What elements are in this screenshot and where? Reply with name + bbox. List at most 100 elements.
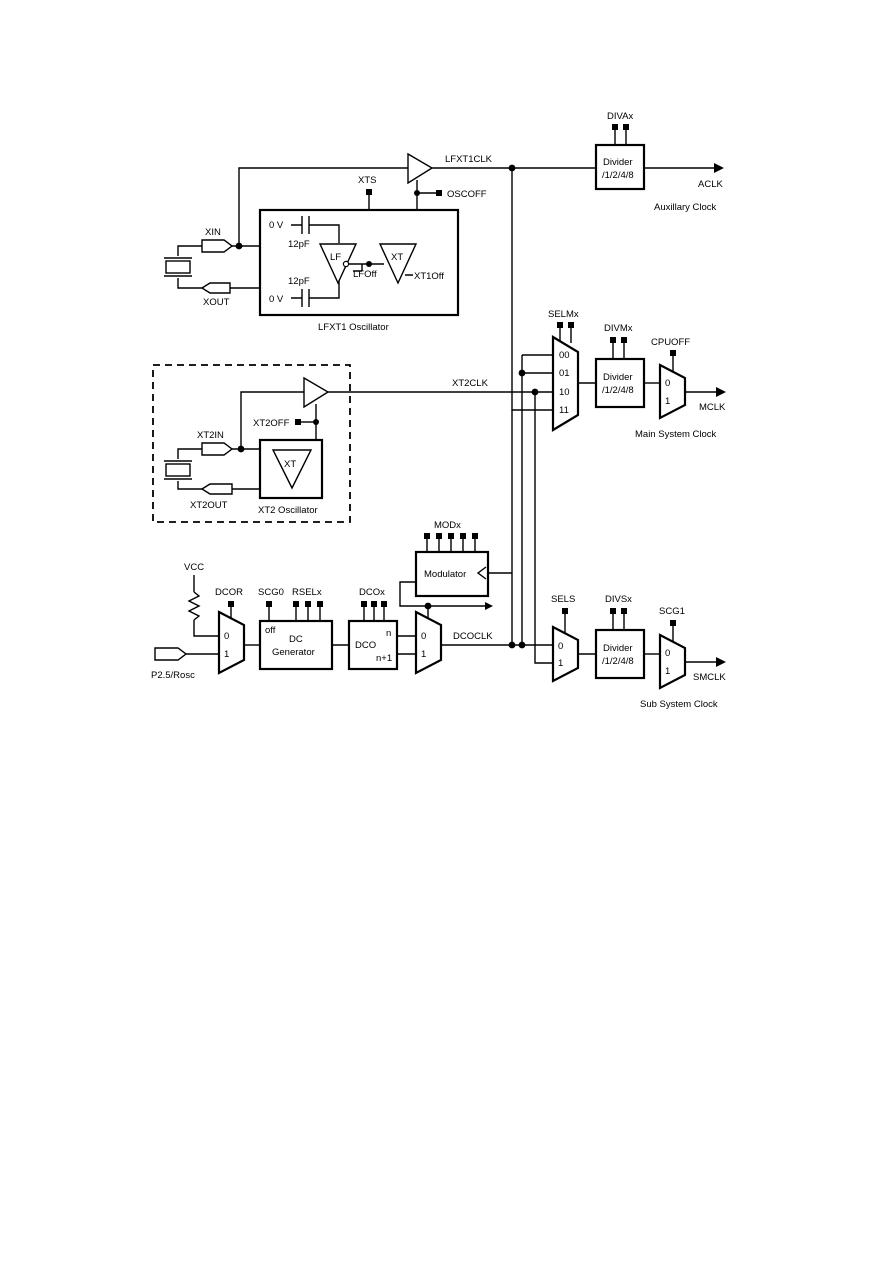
- aclk-divider-line2: /1/2/4/8: [602, 170, 634, 181]
- divmx-bit-1: [621, 337, 627, 343]
- oscoff-bit: [436, 190, 442, 196]
- xt2-label: XT: [284, 459, 296, 470]
- xt2clk-label: XT2CLK: [452, 378, 489, 389]
- modx-bit-1: [436, 533, 442, 539]
- cpuoff-mux: [658, 363, 687, 420]
- mclk-divider-line1: Divider: [603, 372, 633, 383]
- dcox-bit-2: [381, 601, 387, 607]
- dcor-mux: [217, 610, 246, 675]
- modx-bit-3: [460, 533, 466, 539]
- xt1off-label: XT1Off: [414, 271, 444, 282]
- dcor-label: DCOR: [215, 587, 243, 598]
- xin-label: XIN: [205, 227, 221, 238]
- pf12-bottom: 12pF: [288, 276, 310, 287]
- selmx-bit-1: [568, 322, 574, 328]
- modx-label: MODx: [434, 520, 461, 531]
- rosc-resistor-icon: [187, 591, 201, 621]
- mux-dcor-1: 1: [224, 649, 229, 660]
- xts-label: XTS: [358, 175, 376, 186]
- modx-bit-4: [472, 533, 478, 539]
- lfxt1-section: DIVAx Divider /1/2/4/8 ACLK Auxillary Cl…: [164, 111, 724, 333]
- mux-dco-1: 1: [421, 649, 426, 660]
- scg1-label: SCG1: [659, 606, 685, 617]
- sels-label: SELS: [551, 594, 575, 605]
- aclk-divider-box: [594, 143, 646, 191]
- dco-label: DCO: [355, 640, 376, 651]
- selmx-label: SELMx: [548, 309, 579, 320]
- divsx-bit-1: [621, 608, 627, 614]
- rselx-bit-0: [293, 601, 299, 607]
- dcor-bit: [228, 601, 234, 607]
- main-clock-label: Main System Clock: [635, 429, 717, 440]
- mclk-arrow-icon: [716, 387, 726, 397]
- mux-cpu-1: 1: [665, 396, 670, 407]
- dcoclk-label: DCOCLK: [453, 631, 493, 642]
- lfoff-label: LFOff: [353, 269, 377, 280]
- dcox-label: DCOx: [359, 587, 385, 598]
- dco-box: [347, 619, 399, 671]
- xout-label: XOUT: [203, 297, 230, 308]
- cpuoff-bit: [670, 350, 676, 356]
- mux-cpu-0: 0: [665, 378, 670, 389]
- mux-dcor-0: 0: [224, 631, 229, 642]
- cpuoff-label: CPUOFF: [651, 337, 690, 348]
- dco-mux: [414, 610, 443, 675]
- modulator-clock-input-icon: [476, 566, 487, 580]
- smclk-divider-line1: Divider: [603, 643, 633, 654]
- divsx-label: DIVSx: [605, 594, 632, 605]
- xt2in-label: XT2IN: [197, 430, 224, 441]
- smclk-arrow-icon: [716, 657, 726, 667]
- xt2off-label: XT2OFF: [253, 418, 290, 429]
- lfxt1-buffer-icon: [407, 152, 434, 185]
- oscoff-label: OSCOFF: [447, 189, 487, 200]
- smclk-label: SMCLK: [693, 672, 726, 683]
- divmx-bit-0: [610, 337, 616, 343]
- dco-section: VCC P2.5/Rosc DCOR 0 1 SCG0 RSELx off DC…: [151, 410, 726, 710]
- dc-generator-line2: Generator: [272, 647, 315, 658]
- mux-s-0: 0: [558, 641, 563, 652]
- rselx-label: RSELx: [292, 587, 322, 598]
- xin-junction: [235, 242, 243, 250]
- dc-generator-box: [258, 619, 334, 671]
- xt2-crystal-icon: [165, 463, 191, 477]
- mclk-source-mux: [551, 335, 580, 432]
- aclk-label: ACLK: [698, 179, 723, 190]
- mux-m-10: 10: [559, 387, 570, 398]
- xout-pin-icon: [200, 282, 231, 294]
- aclk-divider-line1: Divider: [603, 157, 633, 168]
- zero-v-top: 0 V: [269, 220, 284, 231]
- zero-v-bottom: 0 V: [269, 294, 284, 305]
- modulator-label: Modulator: [424, 569, 466, 580]
- xt2in-junction: [237, 445, 245, 453]
- pf12-top: 12pF: [288, 239, 310, 250]
- xt2in-pin-icon: [201, 442, 234, 456]
- divax-bit-1: [623, 124, 629, 130]
- modulator-box: [414, 550, 490, 598]
- dc-off-label: off: [265, 625, 276, 636]
- lf-bubble: [342, 260, 350, 268]
- dcox-bit-0: [361, 601, 367, 607]
- smclk-divider-line2: /1/2/4/8: [602, 656, 634, 667]
- mux-scg1-0: 0: [665, 648, 670, 659]
- xt2-amplifier-icon: [271, 449, 313, 490]
- mux-s-1: 1: [558, 658, 563, 669]
- dc-generator-line1: DC: [289, 634, 303, 645]
- modulator-feedback-arrow-icon: [485, 602, 493, 610]
- xt2-buffer-icon: [303, 376, 330, 409]
- mux-dco-0: 0: [421, 631, 426, 642]
- lfxt1-oscillator-box: [258, 208, 460, 317]
- lfxt1clk-label: LFXT1CLK: [445, 154, 493, 165]
- selmx-bit-0: [557, 322, 563, 328]
- mux-m-00: 00: [559, 350, 570, 361]
- modx-bit-2: [448, 533, 454, 539]
- aclk-arrow-icon: [714, 163, 724, 173]
- lfxt1-oscillator-label: LFXT1 Oscillator: [318, 322, 389, 333]
- mux-m-11: 11: [559, 405, 569, 416]
- sels-bit: [562, 608, 568, 614]
- rselx-bit-1: [305, 601, 311, 607]
- lf-label: LF: [330, 252, 341, 263]
- xt1-label: XT: [391, 252, 403, 263]
- xt1-amplifier-icon: [378, 243, 418, 285]
- sub-clock-label: Sub System Clock: [640, 699, 718, 710]
